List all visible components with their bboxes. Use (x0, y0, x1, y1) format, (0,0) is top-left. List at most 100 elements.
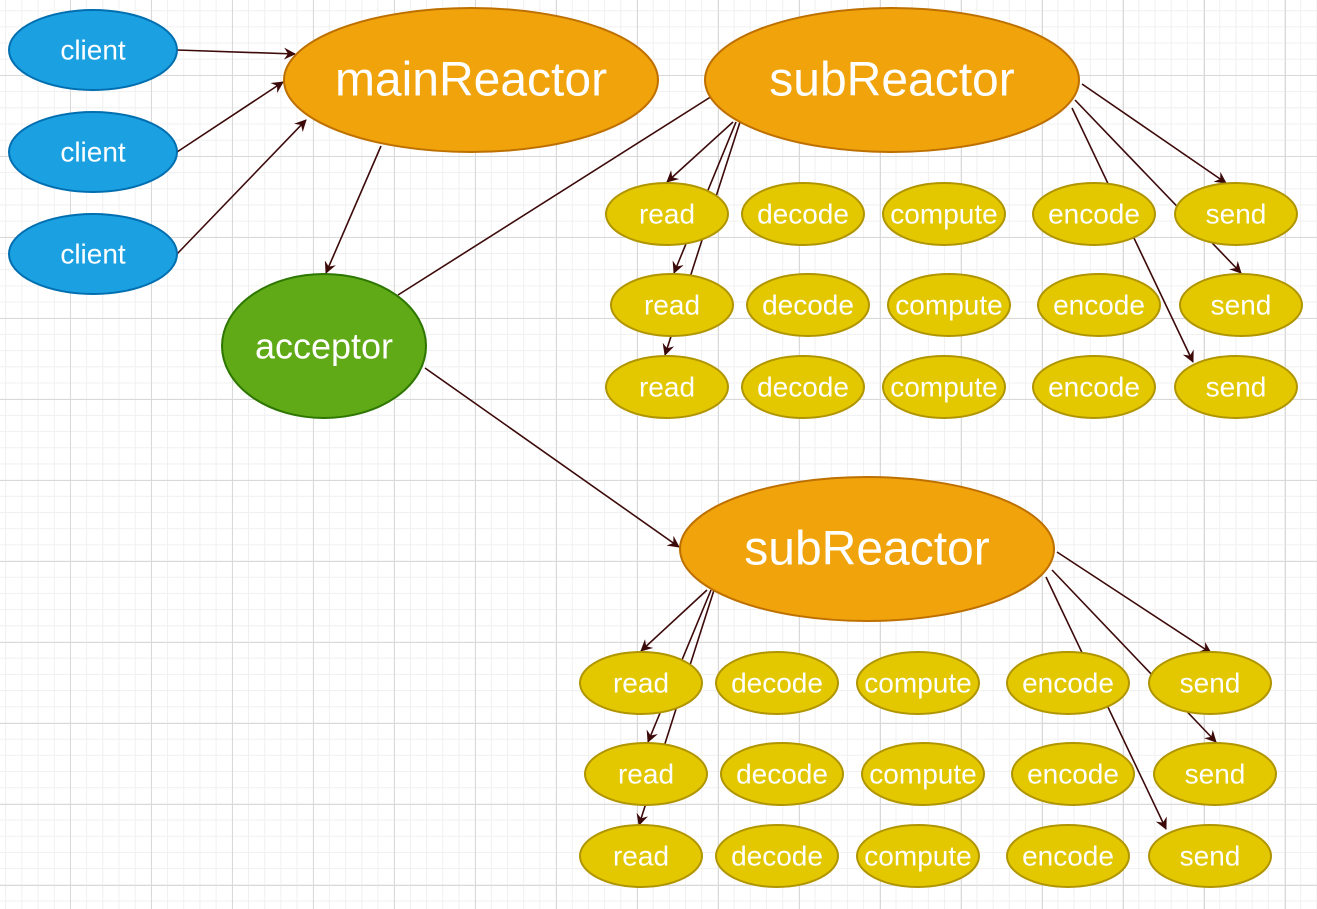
sub2-send-task-3-shape (1148, 824, 1272, 888)
sub2-read-task-3-shape (579, 824, 703, 888)
sub1-decode-task-1: decode (741, 182, 865, 246)
sub1-decode-task-2-label: decode (762, 290, 854, 321)
sub1-send-task-1-label: send (1206, 199, 1267, 230)
sub1-read-task-2-shape (610, 273, 734, 337)
sub-reactor-node-1-shape (704, 7, 1080, 153)
sub2-send-task-2-shape (1153, 742, 1277, 806)
sub2-read-task-1: read (579, 651, 703, 715)
edge-sub2-send1 (1056, 551, 1212, 654)
sub1-send-task-1: send (1174, 182, 1298, 246)
sub2-encode-task-1-shape (1006, 651, 1130, 715)
client-node-2-label: client (60, 137, 126, 168)
sub2-encode-task-2-label: encode (1027, 759, 1119, 790)
sub1-compute-task-3-shape (882, 355, 1006, 419)
sub1-compute-task-3: compute (882, 355, 1006, 419)
sub2-decode-task-2-label: decode (736, 759, 828, 790)
sub1-send-task-1-shape (1174, 182, 1298, 246)
edge-sub1-send1 (1081, 83, 1227, 184)
acceptor-node-shape (221, 273, 427, 419)
sub1-encode-task-1-shape (1032, 182, 1156, 246)
sub1-read-task-1-shape (605, 182, 729, 246)
acceptor-node: acceptor (221, 273, 427, 419)
sub1-encode-task-2-label: encode (1053, 290, 1145, 321)
sub2-decode-task-1: decode (715, 651, 839, 715)
sub2-decode-task-1-shape (715, 651, 839, 715)
sub1-encode-task-1-label: encode (1048, 199, 1140, 230)
sub2-read-task-2-label: read (618, 759, 674, 790)
sub2-decode-task-2-shape (720, 742, 844, 806)
sub1-compute-task-2-label: compute (895, 290, 1002, 321)
sub2-encode-task-2: encode (1011, 742, 1135, 806)
sub2-read-task-1-label: read (613, 668, 669, 699)
client-node-2-shape (8, 111, 178, 193)
acceptor-node-label: acceptor (255, 326, 393, 367)
edge-main-acceptor (324, 145, 382, 274)
edge-client3-main (176, 119, 307, 255)
sub2-encode-task-2-shape (1011, 742, 1135, 806)
sub2-send-task-2-label: send (1185, 759, 1246, 790)
edge-client2-main (176, 81, 284, 153)
sub1-encode-task-3-shape (1032, 355, 1156, 419)
sub2-compute-task-3-shape (856, 824, 980, 888)
sub2-read-task-1-shape (579, 651, 703, 715)
sub1-encode-task-1: encode (1032, 182, 1156, 246)
sub1-read-task-3-shape (605, 355, 729, 419)
sub1-send-task-2-shape (1179, 273, 1303, 337)
sub-reactor-node-2-shape (679, 476, 1055, 622)
edge-acceptor-sub2 (424, 367, 680, 548)
client-node-1: client (8, 9, 178, 91)
sub2-read-task-2-shape (584, 742, 708, 806)
sub1-encode-task-3: encode (1032, 355, 1156, 419)
main-reactor-node-label: mainReactor (335, 54, 607, 107)
sub2-compute-task-2-label: compute (869, 759, 976, 790)
sub1-send-task-2-label: send (1211, 290, 1272, 321)
sub1-read-task-3: read (605, 355, 729, 419)
sub2-send-task-1: send (1148, 651, 1272, 715)
nodes-layer: client client client mainReactor acceptor sub… (8, 7, 1303, 888)
sub2-compute-task-1-shape (856, 651, 980, 715)
sub2-decode-task-2: decode (720, 742, 844, 806)
client-node-3-shape (8, 213, 178, 295)
sub2-decode-task-3: decode (715, 824, 839, 888)
sub1-decode-task-2-shape (746, 273, 870, 337)
client-node-1-shape (8, 9, 178, 91)
sub2-read-task-2: read (584, 742, 708, 806)
sub2-decode-task-3-shape (715, 824, 839, 888)
sub-reactor-node-1: subReactor (704, 7, 1080, 153)
sub2-encode-task-3-shape (1006, 824, 1130, 888)
sub1-decode-task-1-shape (741, 182, 865, 246)
main-reactor-node: mainReactor (283, 7, 659, 153)
sub2-send-task-3-label: send (1180, 841, 1241, 872)
sub2-encode-task-3: encode (1006, 824, 1130, 888)
sub1-read-task-2: read (610, 273, 734, 337)
sub2-compute-task-3: compute (856, 824, 980, 888)
sub2-send-task-2: send (1153, 742, 1277, 806)
sub2-compute-task-2: compute (861, 742, 985, 806)
sub1-send-task-2: send (1179, 273, 1303, 337)
sub2-encode-task-1-label: encode (1022, 668, 1114, 699)
sub1-compute-task-2-shape (887, 273, 1011, 337)
sub1-encode-task-2-shape (1037, 273, 1161, 337)
edge-sub2-read1 (640, 589, 708, 652)
sub-reactor-node-2-label: subReactor (744, 523, 989, 576)
edge-sub2-send2 (1051, 569, 1217, 743)
sub1-compute-task-2: compute (887, 273, 1011, 337)
edge-client1-main (176, 47, 296, 60)
sub1-decode-task-3: decode (741, 355, 865, 419)
sub1-compute-task-3-label: compute (890, 372, 997, 403)
sub2-compute-task-1: compute (856, 651, 980, 715)
sub1-compute-task-1: compute (882, 182, 1006, 246)
sub1-send-task-3-shape (1174, 355, 1298, 419)
sub1-compute-task-1-shape (882, 182, 1006, 246)
sub1-read-task-1-label: read (639, 199, 695, 230)
sub1-encode-task-3-label: encode (1048, 372, 1140, 403)
sub1-decode-task-3-label: decode (757, 372, 849, 403)
sub2-read-task-3-label: read (613, 841, 669, 872)
sub2-compute-task-1-label: compute (864, 668, 971, 699)
client-node-3: client (8, 213, 178, 295)
edge-sub1-send2 (1074, 99, 1242, 274)
sub1-read-task-2-label: read (644, 290, 700, 321)
sub2-send-task-1-label: send (1180, 668, 1241, 699)
edge-acceptor-sub1 (397, 90, 721, 296)
